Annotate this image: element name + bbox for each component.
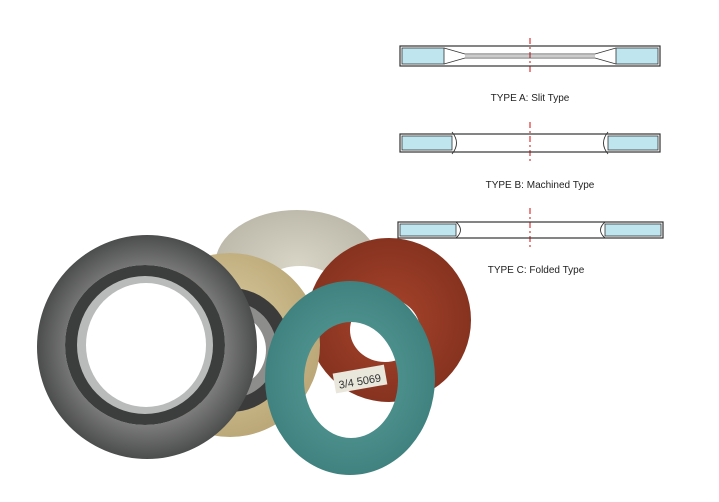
type-b-caption: TYPE B: Machined Type xyxy=(485,180,595,191)
type-c-caption: TYPE C: Folded Type xyxy=(487,265,585,276)
type-b-section xyxy=(385,122,675,162)
type-a-cross-section xyxy=(399,38,661,72)
type-b-cross-section xyxy=(399,122,661,162)
type-a-section xyxy=(385,38,675,72)
spiral-wound-gasket xyxy=(37,235,257,459)
type-a-caption: TYPE A: Slit Type xyxy=(490,93,570,104)
type-c-cross-section xyxy=(397,208,664,250)
green-fiber-gasket: 3/4 5069 xyxy=(265,281,435,475)
type-c-section xyxy=(385,208,675,250)
